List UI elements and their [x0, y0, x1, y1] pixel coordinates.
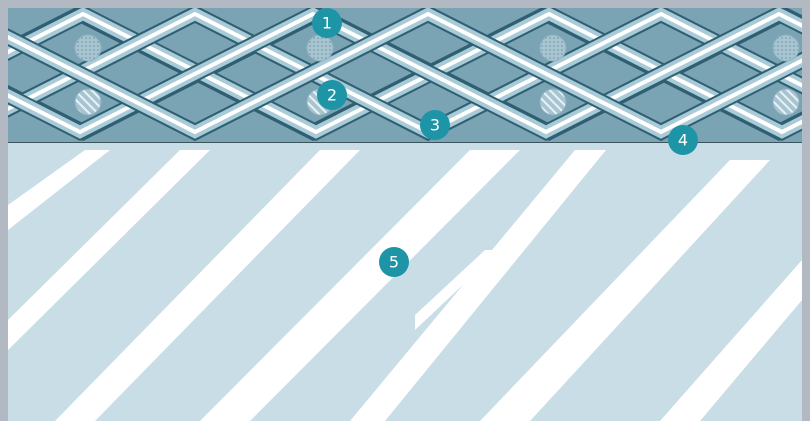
- callout-5: 5: [379, 247, 409, 277]
- wire-highlight: [8, 11, 802, 135]
- rod-cross-section-dotted: [74, 34, 102, 62]
- cross-wire-rods: [74, 34, 800, 116]
- callout-2-label: 2: [327, 86, 337, 105]
- rod-cross-section-hatched: [74, 88, 102, 116]
- reflection-stripe: [8, 150, 210, 350]
- reflection-stripe: [350, 150, 606, 421]
- callout-5-marker: [379, 247, 409, 277]
- reflection-stripe: [8, 150, 110, 230]
- wire-highlight: [8, 11, 802, 135]
- callout-3: 3: [420, 110, 450, 140]
- reflection-stripe: [415, 250, 500, 330]
- callout-4-marker: [668, 125, 698, 155]
- callout-3-label: 3: [430, 116, 440, 135]
- callout-2: 2: [317, 80, 347, 110]
- callout-1-marker: [312, 8, 342, 38]
- callout-4: 4: [668, 125, 698, 155]
- callout-3-marker: [420, 110, 450, 140]
- callout-1-label: 1: [322, 14, 332, 33]
- rod-cross-section-hatched: [539, 88, 567, 116]
- rod-cross-section-dotted: [772, 34, 800, 62]
- callout-4-label: 4: [678, 131, 688, 150]
- mesh-band: [8, 8, 802, 144]
- reflection-stripe: [200, 150, 520, 421]
- reflection-stripe: [55, 150, 360, 421]
- reflection-stripe: [480, 160, 770, 421]
- callout-5-label: 5: [389, 253, 399, 272]
- callout-2-marker: [317, 80, 347, 110]
- glass-reflection-stripes: [8, 150, 802, 421]
- rod-cross-section-hatched: [772, 88, 800, 116]
- rod-cross-section-dotted: [306, 34, 334, 62]
- callout-1: 1: [312, 8, 342, 38]
- glass-panel: [8, 143, 802, 421]
- rod-cross-section-dotted: [539, 34, 567, 62]
- reflection-stripe: [660, 260, 802, 421]
- wire-highlight: [8, 11, 802, 135]
